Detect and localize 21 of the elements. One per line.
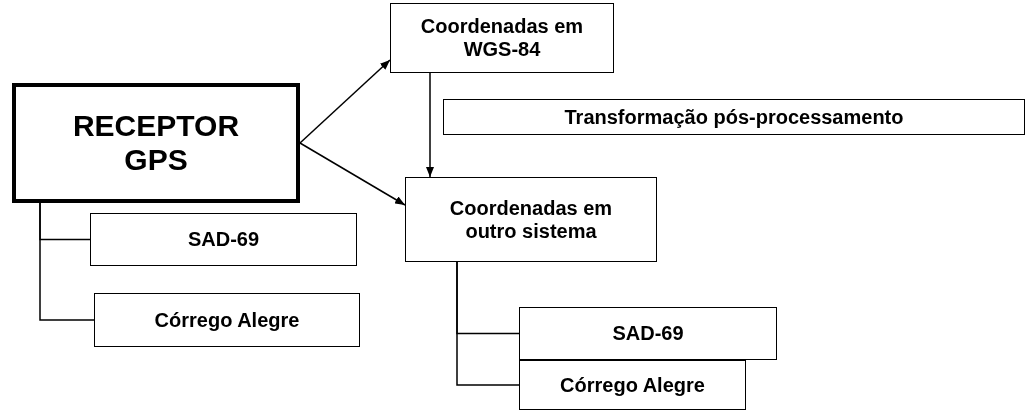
- box-label: SAD-69: [187, 228, 260, 251]
- box-label: Coordenadas em outro sistema: [448, 196, 614, 243]
- arrow: [299, 142, 406, 206]
- text-box: [12, 83, 300, 203]
- text-box: [90, 213, 357, 266]
- text-box: [390, 3, 614, 73]
- text-box: [519, 307, 777, 360]
- box-label: RECEPTOR GPS: [71, 108, 241, 178]
- box-label: Coordenadas em WGS-84: [419, 15, 585, 61]
- connector-line: [456, 261, 520, 386]
- text-box: [443, 99, 1025, 135]
- text-box: [405, 177, 657, 262]
- box-label: SAD-69: [612, 322, 684, 345]
- box-label: Córrego Alegre: [560, 373, 705, 397]
- arrow: [299, 59, 391, 144]
- text-box: [519, 360, 746, 410]
- connector-line: [39, 202, 95, 321]
- box-label: Córrego Alegre: [154, 308, 300, 332]
- arrow: [426, 72, 434, 178]
- text-box: [94, 293, 360, 347]
- box-label: Transformação pós-processamento: [564, 105, 904, 129]
